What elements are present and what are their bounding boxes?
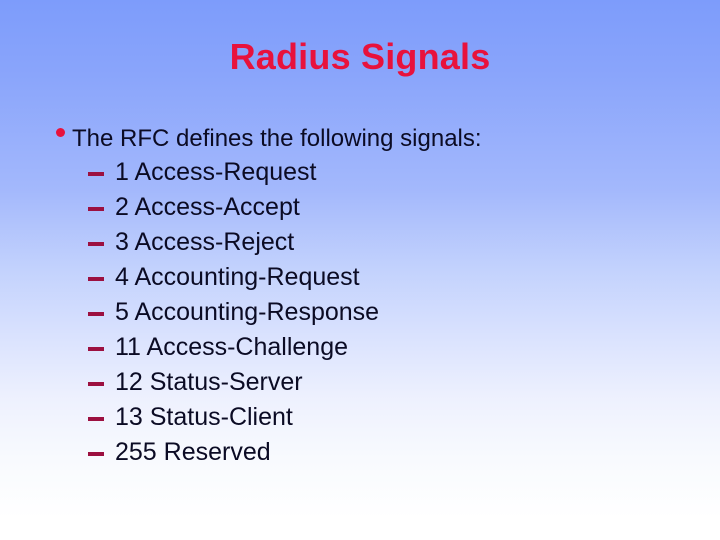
lead-bullet-label: The RFC defines the following signals:	[72, 125, 482, 152]
slide-body: The RFC defines the following signals: 1…	[54, 122, 674, 470]
dash-bullet-icon	[88, 452, 104, 456]
dash-bullet-icon	[88, 347, 104, 351]
signal-label: 1 Access-Request	[115, 158, 317, 186]
list-item: 4 Accounting-Request	[54, 260, 674, 295]
dash-bullet-icon	[88, 242, 104, 246]
signal-label: 3 Access-Reject	[115, 228, 295, 256]
signal-label: 2 Access-Accept	[115, 193, 300, 221]
signal-label: 4 Accounting-Request	[115, 263, 360, 291]
page-title: Radius Signals	[229, 36, 491, 77]
list-item: 1 Access-Request	[54, 155, 674, 190]
dash-bullet-icon	[88, 312, 104, 316]
signal-list: 1 Access-Request 2 Access-Accept 3 Acces…	[54, 155, 674, 470]
signal-label: 11 Access-Challenge	[115, 333, 349, 361]
dash-bullet-icon	[88, 207, 104, 211]
lead-bullet-item: The RFC defines the following signals:	[54, 122, 674, 155]
list-item: 255 Reserved	[54, 435, 674, 470]
dash-bullet-icon	[88, 277, 104, 281]
list-item: 5 Accounting-Response	[54, 295, 674, 330]
list-item: 12 Status-Server	[54, 365, 674, 400]
round-bullet-icon	[56, 128, 65, 137]
signal-label: 255 Reserved	[115, 438, 271, 466]
dash-bullet-icon	[88, 382, 104, 386]
list-item: 2 Access-Accept	[54, 190, 674, 225]
list-item: 13 Status-Client	[54, 400, 674, 435]
signal-label: 12 Status-Server	[115, 368, 303, 396]
list-item: 11 Access-Challenge	[54, 330, 674, 365]
dash-bullet-icon	[88, 417, 104, 421]
list-item: 3 Access-Reject	[54, 225, 674, 260]
signal-label: 5 Accounting-Response	[115, 298, 380, 326]
signal-label: 13 Status-Client	[115, 403, 293, 431]
dash-bullet-icon	[88, 172, 104, 176]
